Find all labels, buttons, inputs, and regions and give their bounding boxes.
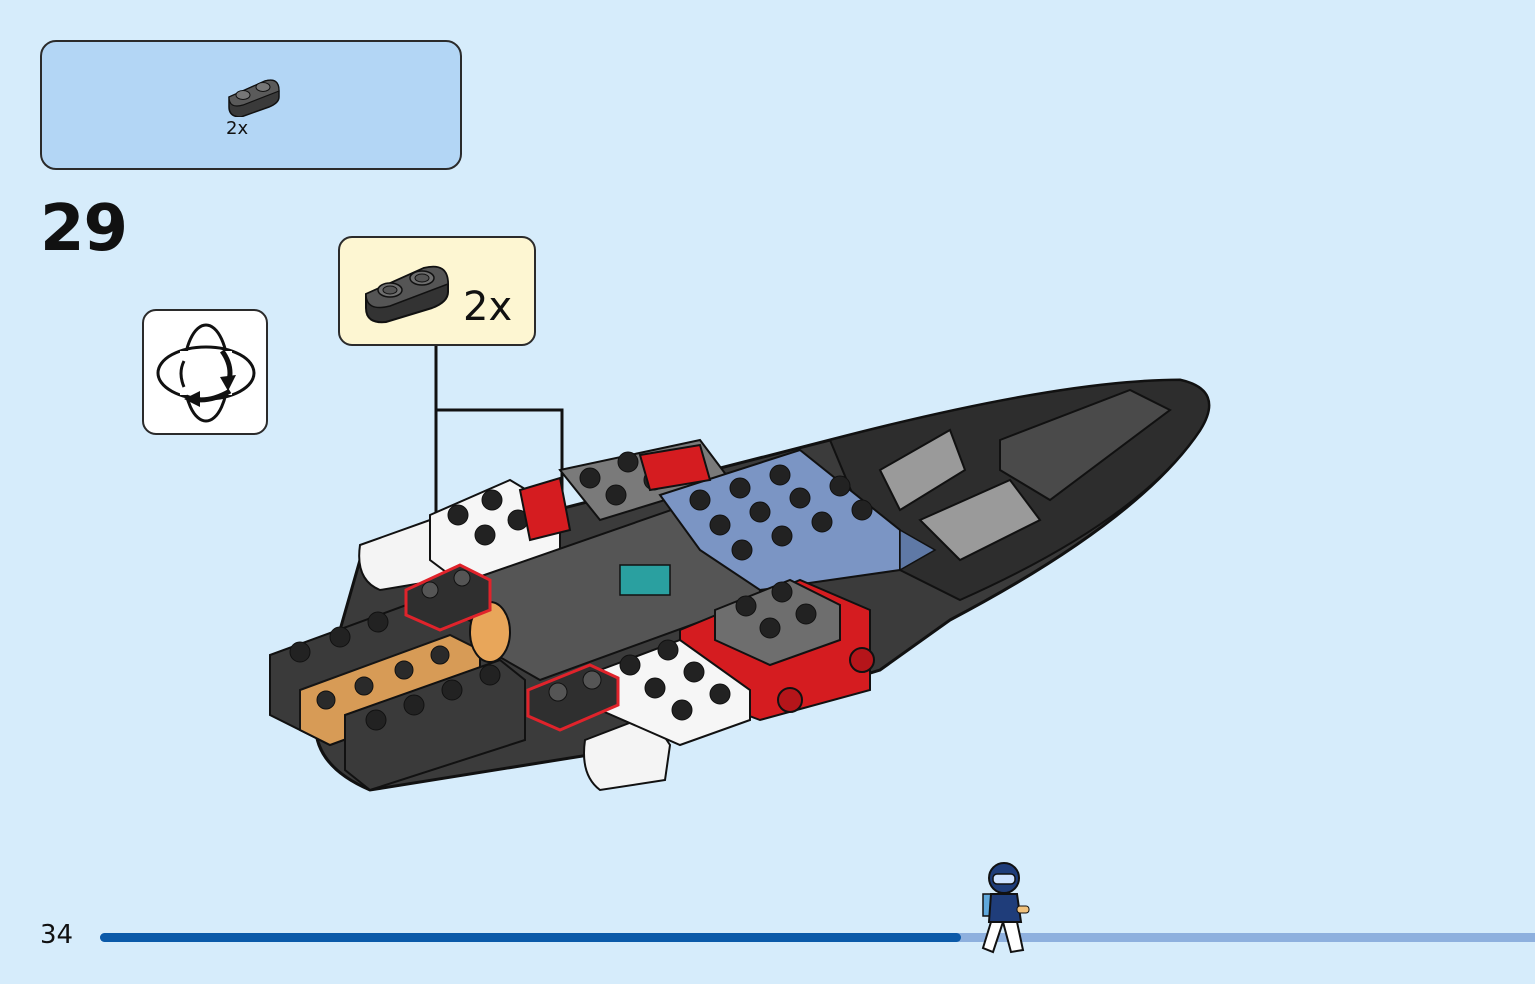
progress-bar-fill <box>100 933 961 942</box>
parts-quantity: 2x <box>226 118 249 139</box>
placement-highlight <box>526 663 620 732</box>
placement-highlight <box>404 563 492 632</box>
page-number: 34 <box>40 920 74 950</box>
rotate-model-box <box>142 309 268 435</box>
step-number: 29 <box>40 192 128 266</box>
minifigure-icon <box>981 862 1030 954</box>
gray-brick <box>714 578 841 667</box>
progress-bar <box>100 933 1535 942</box>
plate-1x2-rounded-icon <box>365 265 449 324</box>
rotate-model-icon <box>156 323 256 423</box>
sand-blue-plate <box>658 448 937 592</box>
callout-box: 2x <box>338 236 536 346</box>
plate-1x2-rounded-icon <box>228 79 280 117</box>
parts-list-box: 2x <box>40 40 462 170</box>
callout-quantity: 2x <box>463 284 513 330</box>
white-front-plate <box>599 638 751 747</box>
